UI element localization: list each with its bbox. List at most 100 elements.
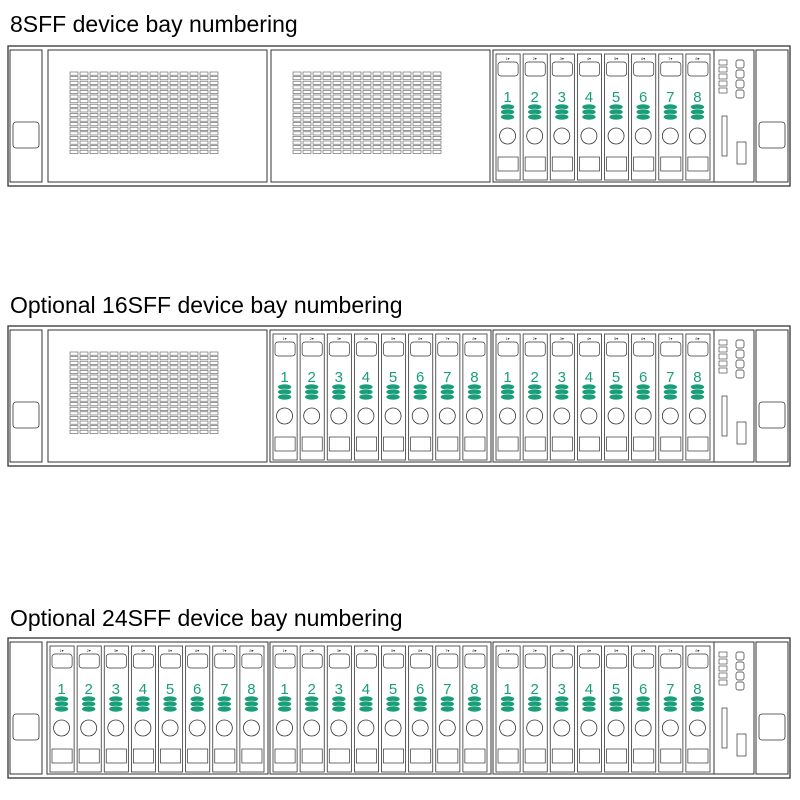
release-button xyxy=(580,407,598,425)
status-led xyxy=(718,672,728,679)
drive-bay: 6▾6 xyxy=(631,53,657,181)
status-led xyxy=(718,651,728,658)
drive-stack-icon xyxy=(358,695,374,713)
bay-number: 2 xyxy=(85,681,93,698)
bay-number: 5 xyxy=(166,681,174,698)
drive-bay: 7▾7 xyxy=(212,645,238,773)
bay-number: 2 xyxy=(308,681,316,698)
drive-handle-slot xyxy=(579,748,600,764)
release-button xyxy=(215,719,233,737)
release-button xyxy=(303,407,321,425)
drive-handle-slot xyxy=(328,436,350,452)
drive-stack-icon xyxy=(304,383,319,401)
drive-handle-slot xyxy=(497,436,519,452)
bay-number: 8 xyxy=(693,681,701,698)
drive-bay: 4▾4 xyxy=(576,333,602,461)
bay-number: 4 xyxy=(139,681,147,698)
drive-stack-icon xyxy=(690,695,705,713)
drive-handle-slot xyxy=(241,748,263,764)
release-button xyxy=(330,719,348,737)
drive-latch xyxy=(410,653,432,669)
drive-handle-slot xyxy=(274,436,296,452)
drive-latch xyxy=(274,341,296,357)
bay-number: 7 xyxy=(666,89,674,106)
drive-latch xyxy=(579,61,600,77)
server-front-8sff: 1▾12▾23▾34▾45▾56▾67▾78▾8 xyxy=(7,45,791,187)
drive-handle-slot xyxy=(328,748,350,764)
drive-bay: 8▾8 xyxy=(685,333,711,461)
drive-stack-icon xyxy=(358,383,374,401)
drive-stack-icon xyxy=(527,383,542,401)
bay-marker-text: 2▾ xyxy=(310,648,314,653)
drive-bay: 2▾2 xyxy=(522,645,548,773)
drive-stack-icon xyxy=(304,695,319,713)
drive-stack-icon xyxy=(412,695,428,713)
drive-stack-icon xyxy=(54,695,69,713)
blank-panel xyxy=(270,49,491,183)
bay-number: 1 xyxy=(280,681,288,698)
bay-marker-text: 6▾ xyxy=(418,336,422,341)
left-ear-handle xyxy=(12,401,40,429)
status-led xyxy=(718,679,728,686)
drive-bay: 3▾3 xyxy=(549,53,575,181)
bay-number: 6 xyxy=(416,681,424,698)
drive-latch xyxy=(633,61,655,77)
release-button xyxy=(384,719,402,737)
bay-marker-text: 5▾ xyxy=(391,336,395,341)
drive-bay: 5▾5 xyxy=(604,333,630,461)
drive-handle-slot xyxy=(410,436,432,452)
drive-latch xyxy=(437,653,459,669)
drive-handle-slot xyxy=(383,748,404,764)
drive-stack-icon xyxy=(440,383,455,401)
left-ear-handle xyxy=(12,713,40,741)
drive-bay: 4▾4 xyxy=(353,645,379,773)
drive-latch xyxy=(274,653,296,669)
drive-latch xyxy=(606,341,627,357)
drive-bay: 8▾8 xyxy=(462,645,488,773)
bay-marker-text: 7▾ xyxy=(668,336,672,341)
drive-latch xyxy=(328,341,350,357)
bay-marker-text: 8▾ xyxy=(249,648,253,653)
media-slot xyxy=(721,707,728,749)
drive-stack-icon xyxy=(635,695,651,713)
drive-stack-icon xyxy=(162,695,178,713)
right-ear-handle xyxy=(758,401,786,429)
drive-handle-slot xyxy=(437,436,459,452)
drive-stack-icon xyxy=(331,383,347,401)
bay-number: 1 xyxy=(503,681,511,698)
drive-handle-slot xyxy=(356,436,377,452)
bay-marker-text: 6▾ xyxy=(641,336,645,341)
bay-number: 6 xyxy=(193,681,201,698)
drive-handle-slot xyxy=(160,748,181,764)
release-button xyxy=(661,407,679,425)
drive-latch xyxy=(579,653,600,669)
drive-bay: 3▾3 xyxy=(549,645,575,773)
vent-grille xyxy=(292,71,442,154)
bay-number: 7 xyxy=(666,681,674,698)
release-button xyxy=(188,719,206,737)
drive-latch xyxy=(301,341,323,357)
release-button xyxy=(80,719,98,737)
drive-bay: 4▾4 xyxy=(130,645,156,773)
release-button xyxy=(411,719,429,737)
drive-handle-slot xyxy=(687,748,709,764)
drive-latch xyxy=(497,341,519,357)
drive-cage-2: 1▾12▾23▾34▾45▾56▾67▾78▾8 xyxy=(492,329,715,463)
drive-latch xyxy=(383,653,404,669)
release-button xyxy=(357,719,375,737)
bay-marker-text: 8▾ xyxy=(472,648,476,653)
bay-number: 6 xyxy=(639,369,647,386)
bay-marker-text: 2▾ xyxy=(533,56,537,61)
drive-stack-icon xyxy=(581,103,597,121)
drive-handle-slot xyxy=(524,748,546,764)
indicator-button xyxy=(735,349,745,359)
server-chassis: 1▾12▾23▾34▾45▾56▾67▾78▾81▾12▾23▾34▾45▾56… xyxy=(7,325,791,467)
drive-handle-slot xyxy=(78,748,100,764)
bay-number: 5 xyxy=(612,369,620,386)
drive-stack-icon xyxy=(467,695,482,713)
drive-stack-icon xyxy=(412,383,428,401)
drive-bay: 8▾8 xyxy=(685,53,711,181)
drive-handle-slot xyxy=(687,156,709,172)
drive-bay: 2▾2 xyxy=(299,333,325,461)
drive-latch xyxy=(356,653,377,669)
